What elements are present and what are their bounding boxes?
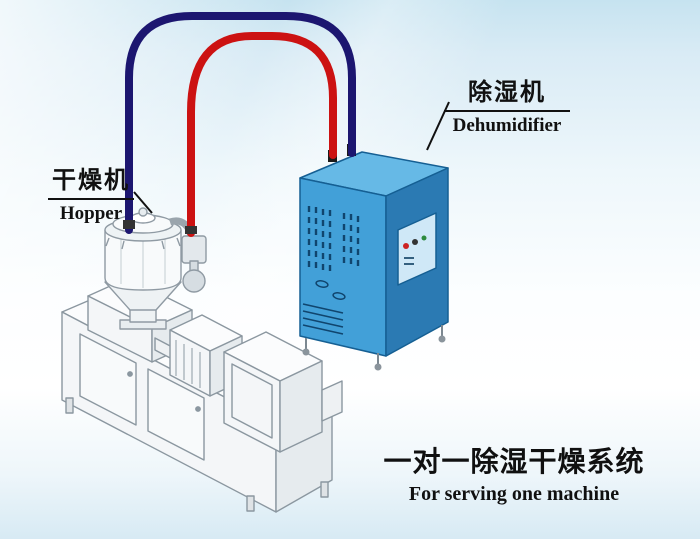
hopper-label-en: Hopper [59,203,123,224]
door-handle [127,371,133,377]
blower-motor [182,269,206,293]
caster-wheel [302,348,310,356]
cabinet-vent-slots [342,213,360,266]
panel-button-red [403,243,409,249]
hopper-label-cn: 干燥机 [48,160,134,200]
control-panel [397,212,437,286]
gearbox-ribs [175,340,201,388]
caster-wheel [438,335,446,343]
return-air-hose [125,12,356,234]
cabinet-grille [302,303,344,335]
cabinet-vent-slots [307,206,332,271]
cabinet-oval-vent [315,280,329,288]
extruder-leg [65,397,74,414]
hose-fitting [185,226,197,234]
extruder-leg [246,495,255,512]
cabinet-front-face [299,177,387,357]
extruder-leg [320,481,329,498]
system-title-cn: 一对一除湿干燥系统 [383,446,645,477]
dehumidifier-cabinet [299,144,449,371]
hoses [123,12,356,237]
dry-air-hose [187,32,337,237]
callout-hopper: 干燥机 Hopper [48,160,134,225]
blower-body [181,235,207,264]
callout-dehumidifier: 除湿机 Dehumidifier [444,72,570,137]
head-right [279,360,323,453]
cabinet-oval-vent [332,292,346,300]
panel-switch-rows [404,257,414,265]
panel-button-green [421,235,427,241]
panel-button-dark [412,239,418,245]
die-block [321,380,343,422]
head-panel [231,363,273,439]
hopper-seams [120,236,166,288]
hopper-clamps [105,237,181,250]
extruder-door [79,333,137,426]
caster-wheel [374,363,382,371]
hopper-lid-knob [138,207,148,217]
hose-fitting [123,220,135,229]
dehumidifier-label-en: Dehumidifier [452,115,562,136]
door-handle [195,406,201,412]
system-title-en: For serving one machine [408,483,620,505]
dehumidifier-label-cn: 除湿机 [444,72,570,112]
hopper-pointer-line [133,191,153,214]
caster-legs [305,325,443,364]
extruder-door [147,368,205,461]
system-title: 一对一除湿干燥系统 For serving one machine [381,440,647,506]
